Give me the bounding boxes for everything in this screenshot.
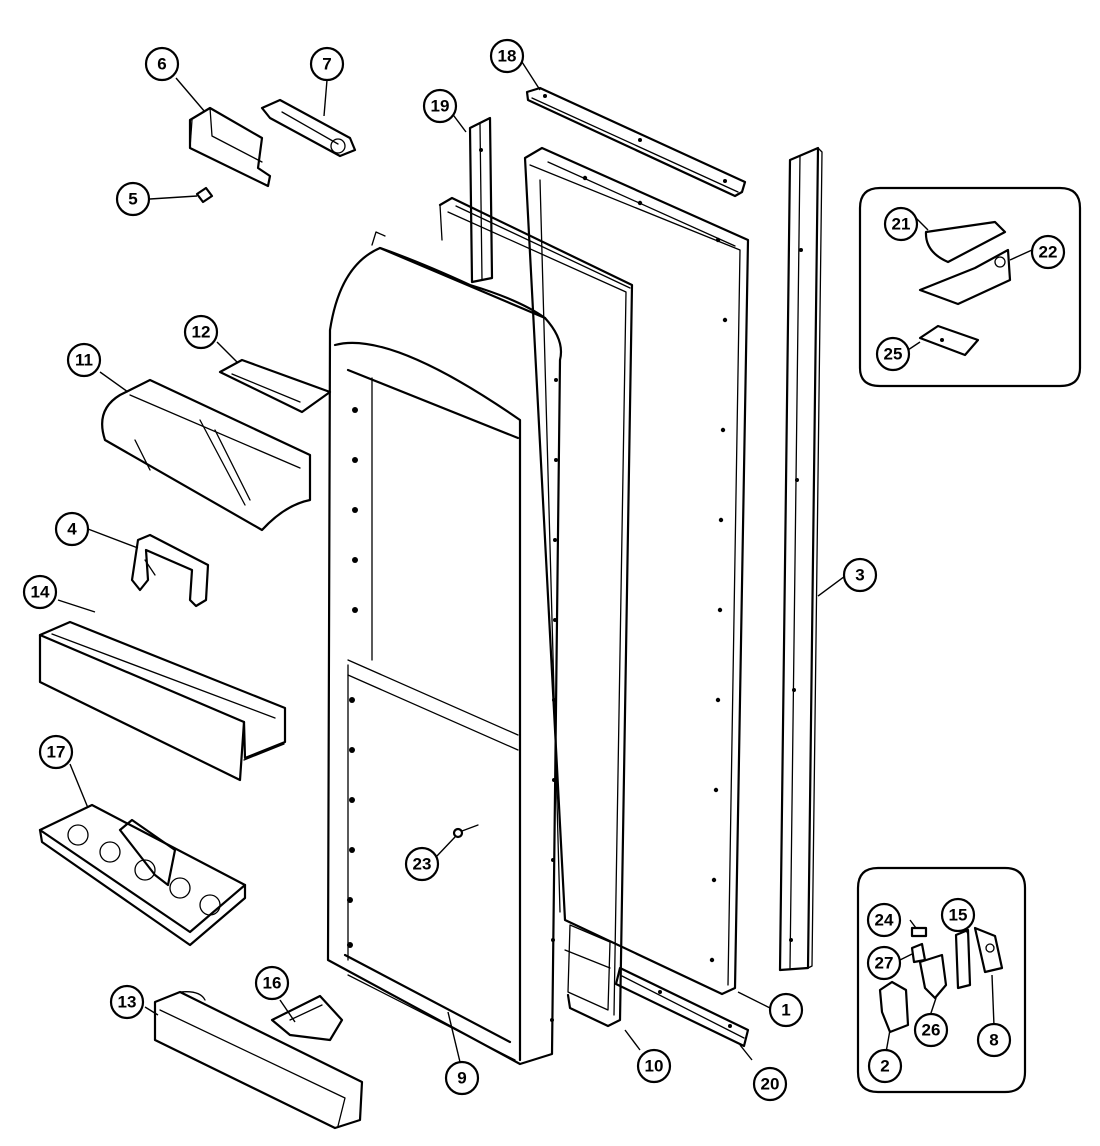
svg-text:3: 3	[855, 566, 864, 585]
svg-text:24: 24	[875, 911, 894, 930]
svg-text:14: 14	[31, 583, 50, 602]
svg-text:1: 1	[781, 1001, 790, 1020]
svg-text:16: 16	[263, 974, 282, 993]
inset-hinge-top	[858, 186, 1082, 388]
leader-lines	[57, 61, 1033, 1063]
callout-5: 5	[115, 181, 151, 217]
callout-18: 18	[489, 38, 525, 74]
part-handle	[130, 533, 210, 608]
svg-text:26: 26	[922, 1021, 941, 1040]
svg-text:21: 21	[892, 215, 911, 234]
callout-12: 12	[183, 314, 219, 350]
callout-26: 26	[913, 1012, 949, 1048]
callout-16: 16	[254, 965, 290, 1001]
part-bottom-trim	[614, 966, 750, 1048]
part-clip	[195, 186, 214, 204]
svg-text:20: 20	[761, 1075, 780, 1094]
callout-4: 4	[54, 511, 90, 547]
callout-14: 14	[22, 574, 58, 610]
svg-text:9: 9	[457, 1069, 466, 1088]
svg-text:19: 19	[431, 97, 450, 116]
svg-text:12: 12	[192, 323, 211, 342]
part-door-gasket	[438, 196, 634, 1028]
svg-text:22: 22	[1039, 243, 1058, 262]
part-left-vertical-strip	[468, 116, 494, 284]
part-egg-tray	[38, 803, 247, 947]
part-trim-strip-right	[778, 146, 823, 972]
svg-text:17: 17	[47, 743, 66, 762]
svg-text:27: 27	[875, 954, 894, 973]
svg-text:11: 11	[75, 351, 93, 370]
svg-text:10: 10	[645, 1057, 664, 1076]
part-top-trim	[525, 86, 747, 198]
part-screw	[452, 824, 479, 839]
part-bracket	[188, 106, 272, 188]
callout-8: 8	[976, 1022, 1012, 1058]
part-door-bin	[38, 620, 287, 782]
svg-text:4: 4	[67, 520, 77, 539]
callout-1: 1	[768, 992, 804, 1028]
svg-text:5: 5	[128, 190, 137, 209]
svg-text:25: 25	[884, 345, 903, 364]
part-door-outer-panel	[523, 146, 750, 996]
callout-11: 11	[66, 342, 102, 378]
callout-13: 13	[109, 984, 145, 1020]
svg-text:13: 13	[118, 993, 137, 1012]
part-small-tray	[218, 358, 332, 414]
svg-text:2: 2	[880, 1057, 889, 1076]
part-clear-cover	[101, 378, 312, 532]
callout-25: 25	[875, 336, 911, 372]
svg-text:6: 6	[157, 55, 166, 74]
part-handle-bracket	[260, 98, 357, 158]
callout-20: 20	[752, 1066, 788, 1102]
part-lower-bin	[153, 990, 364, 1130]
callout-7: 7	[309, 46, 345, 82]
callout-3: 3	[842, 557, 878, 593]
callout-10: 10	[636, 1048, 672, 1084]
callout-15: 15	[940, 897, 976, 933]
part-door-liner	[326, 231, 563, 1066]
callout-23: 23	[404, 846, 440, 882]
callout-22: 22	[1030, 234, 1066, 270]
svg-text:8: 8	[989, 1031, 998, 1050]
callout-2: 2	[867, 1048, 903, 1084]
svg-text:15: 15	[949, 906, 968, 925]
callout-6: 6	[144, 46, 180, 82]
callout-19: 19	[422, 88, 458, 124]
part-small-bracket	[270, 994, 344, 1042]
callout-17: 17	[38, 734, 74, 770]
callout-21: 21	[883, 206, 919, 242]
svg-text:23: 23	[413, 855, 432, 874]
svg-text:7: 7	[322, 55, 331, 74]
svg-text:18: 18	[498, 47, 517, 66]
callout-27: 27	[866, 945, 902, 981]
callout-24: 24	[866, 902, 902, 938]
inset-hinge-bottom	[856, 866, 1027, 1094]
callout-9: 9	[444, 1060, 480, 1096]
